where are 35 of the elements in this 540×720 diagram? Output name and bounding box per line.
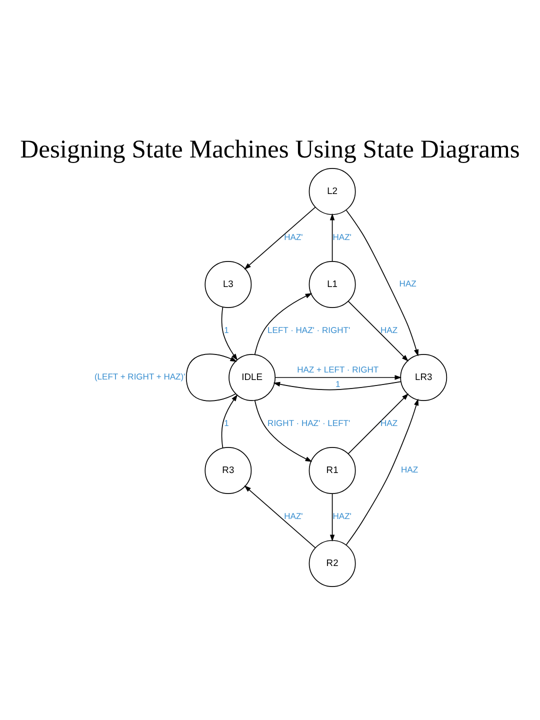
edge-label: HAZ	[399, 278, 416, 289]
edge-label: HAZ'	[332, 511, 352, 522]
arrow	[330, 493, 335, 542]
arrow	[254, 293, 312, 355]
arrow	[273, 381, 402, 390]
edge-label: HAZ + LEFT · RIGHT	[297, 364, 379, 374]
edge-label: HAZ'	[284, 232, 303, 242]
arrow	[346, 398, 419, 546]
arrow	[221, 306, 238, 361]
edge-label: HAZ	[380, 325, 398, 336]
edge-label: 1	[224, 418, 229, 428]
arrow	[346, 210, 419, 356]
node-circle: L1	[308, 261, 356, 308]
edge-label: (LEFT + RIGHT + HAZ)'	[94, 372, 186, 382]
arrow	[186, 354, 238, 402]
diagram-title: Designing State Machines Using State Diagrams	[20, 134, 520, 164]
arrow	[221, 394, 238, 448]
edge-label: LEFT · HAZ' · RIGHT'	[268, 325, 350, 336]
node-circle: L2	[308, 168, 356, 215]
arrow	[348, 393, 409, 454]
edge-label: 1	[224, 325, 229, 336]
arrow	[254, 400, 312, 462]
edge-label: RIGHT · HAZ' · LEFT'	[268, 418, 350, 428]
arrow	[244, 485, 316, 548]
edge-label: HAZ'	[332, 232, 352, 242]
edge-label: HAZ	[401, 464, 418, 475]
arrow	[274, 375, 402, 380]
arrow	[330, 213, 335, 262]
node-circle: R2	[308, 540, 356, 588]
edge-label: 1	[335, 378, 340, 389]
edge-label: HAZ'	[284, 511, 303, 522]
arrow	[244, 206, 316, 270]
edge-label: HAZ	[380, 418, 398, 428]
arrow	[348, 300, 408, 362]
node-circle: R1	[308, 447, 356, 494]
